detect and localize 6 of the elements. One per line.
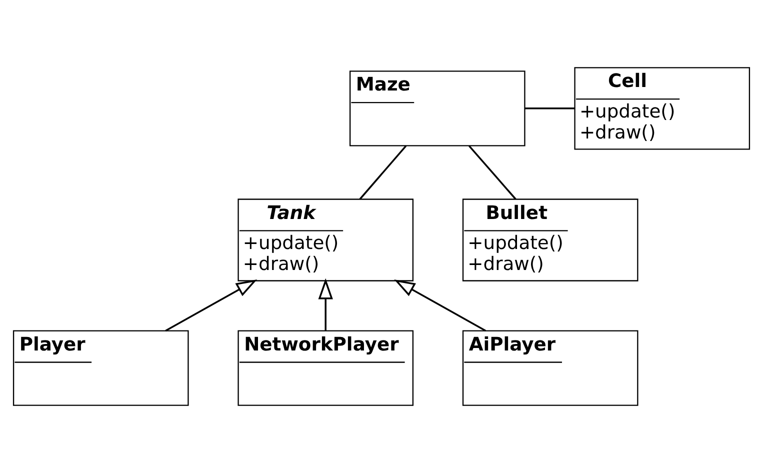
connector — [359, 145, 407, 200]
arrow — [318, 278, 333, 331]
connector — [468, 145, 516, 200]
arrow — [165, 279, 258, 332]
arrow — [394, 279, 486, 332]
connector — [524, 108, 575, 110]
